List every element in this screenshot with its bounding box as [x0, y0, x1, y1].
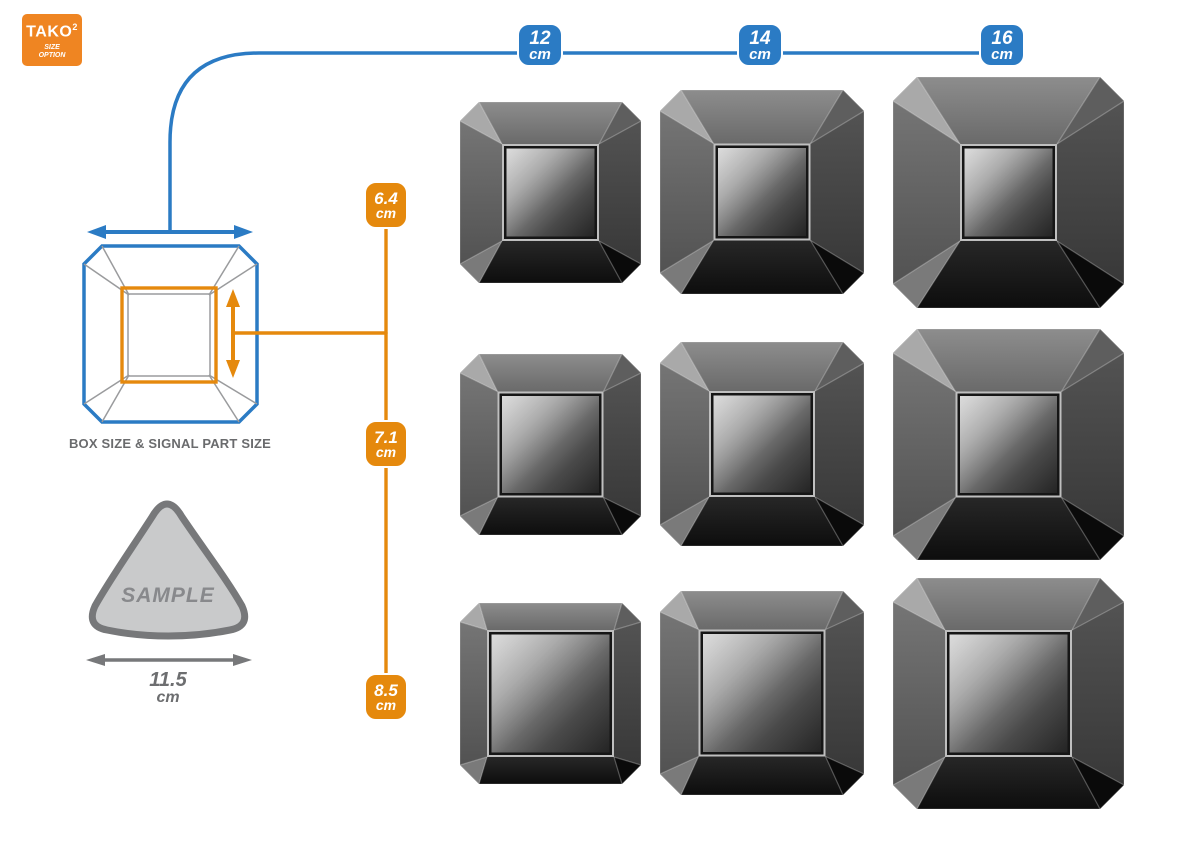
- label-value: 8.5: [374, 681, 398, 700]
- blue-connector-line: [168, 51, 1004, 233]
- sample-width-arrow: [86, 654, 252, 666]
- label-value: 6.4: [374, 189, 398, 208]
- product-box-16cm-signal-8.5cm: [892, 577, 1124, 809]
- product-box-12cm-signal-7.1cm: [459, 353, 641, 535]
- product-box-14cm-signal-7.1cm: [660, 342, 864, 546]
- sample-triangle: [88, 500, 249, 640]
- box-width-label-14cm: 14 cm: [737, 23, 783, 67]
- label-unit: cm: [529, 45, 551, 63]
- label-value: 14: [749, 27, 771, 49]
- label-value: 16: [991, 27, 1013, 49]
- brand-exponent: 2: [72, 22, 78, 33]
- label-unit: cm: [991, 45, 1013, 63]
- box-width-arrow: [87, 225, 253, 239]
- wireframe-box: [82, 244, 259, 424]
- signal-square: [120, 286, 218, 384]
- wireframe-caption: BOX SIZE & SIGNAL PART SIZE: [68, 436, 272, 451]
- label-value: 12: [529, 27, 551, 49]
- product-box-16cm-signal-7.1cm: [892, 328, 1124, 560]
- box-width-label-16cm: 16 cm: [979, 23, 1025, 67]
- brand-tagline: SIZE OPTION: [38, 43, 66, 59]
- signal-size-label-6-4cm: 6.4 cm: [364, 181, 408, 229]
- sample-width-unit: cm: [156, 689, 180, 706]
- sample-label: SAMPLE: [121, 584, 215, 607]
- label-unit: cm: [375, 205, 397, 221]
- box-width-label-12cm: 12 cm: [517, 23, 563, 67]
- sample-width-value: 11.5: [149, 669, 187, 691]
- label-unit: cm: [375, 444, 397, 460]
- signal-height-arrow: [226, 289, 240, 378]
- label-unit: cm: [375, 697, 397, 713]
- product-box-12cm-signal-6.4cm: [459, 101, 641, 283]
- brand-logo: TAKO2 SIZE OPTION: [22, 14, 82, 66]
- brand-name: TAKO2: [26, 22, 78, 41]
- label-unit: cm: [749, 45, 771, 63]
- product-box-14cm-signal-6.4cm: [660, 90, 864, 294]
- product-box-12cm-signal-8.5cm: [459, 602, 641, 784]
- signal-size-label-8-5cm: 8.5 cm: [364, 673, 408, 721]
- product-box-14cm-signal-8.5cm: [660, 591, 864, 795]
- label-value: 7.1: [374, 428, 398, 447]
- product-box-16cm-signal-6.4cm: [892, 76, 1124, 308]
- signal-size-label-7-1cm: 7.1 cm: [364, 420, 408, 468]
